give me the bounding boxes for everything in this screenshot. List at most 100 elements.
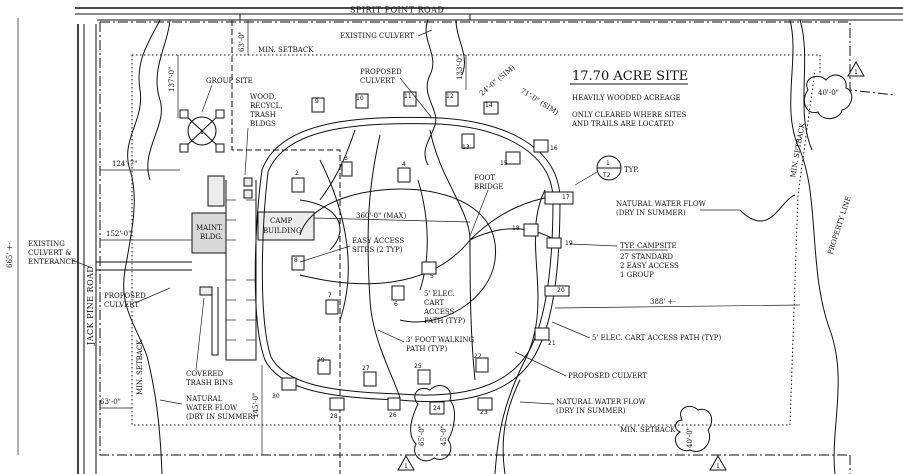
svg-text:3: 3 (344, 155, 348, 162)
foot-walk-1: 3' FOOT WALKING (406, 336, 475, 344)
site-5: 5 (421, 261, 437, 280)
wood-label-3: TRASH (250, 111, 276, 119)
site-21: 21 (534, 327, 556, 347)
maint-label-1: MAINT. (196, 224, 223, 232)
typ-callout: TYP. (624, 166, 639, 174)
nwf-left-2: WATER FLOW (186, 404, 238, 412)
svg-text:28: 28 (330, 413, 338, 420)
site-9: 9 (311, 97, 325, 113)
site-29: 29 (317, 357, 331, 375)
dim-152: 152'-0" (106, 230, 131, 238)
site-17: 17 (544, 191, 574, 205)
proposed-left-2: CULVERT (104, 301, 139, 309)
svg-text:8: 8 (294, 257, 298, 264)
dim-71: 71'-0" (SIM) (519, 87, 560, 117)
svg-text:27: 27 (362, 365, 370, 372)
site-18: 18 (512, 223, 539, 237)
property-line-label: PROPERTY LINE (826, 195, 852, 255)
camp-label-2: BUILDING (263, 227, 302, 235)
proposed-culvert-top-2: CULVERT (360, 77, 395, 85)
svg-text:5: 5 (430, 273, 434, 280)
dim-24: 24'-0" (SIM) (478, 63, 517, 97)
svg-text:9: 9 (315, 98, 319, 105)
covered-label-2: TRASH BINS (186, 379, 233, 387)
svg-text:1: 1 (404, 463, 408, 470)
site-1: 1 (200, 129, 204, 136)
svg-text:12: 12 (446, 93, 454, 100)
svg-text:23: 23 (480, 409, 488, 416)
buildings: MAINT. BLDG. CAMP BUILDING (191, 175, 315, 296)
site-12: 12 (445, 91, 459, 107)
svg-text:21: 21 (548, 340, 556, 347)
site-13: 13 (461, 133, 475, 151)
existing-left-3: ENTERANCE (28, 258, 76, 266)
site-title: 17.70 ACRE SITE (572, 69, 688, 84)
cleared-note-1: ONLY CLEARED WHERE SITES (572, 111, 687, 119)
site-23: 23 (477, 397, 493, 416)
svg-text:17: 17 (562, 194, 570, 201)
site-8: 8 (291, 255, 305, 271)
svg-text:25: 25 (414, 363, 422, 370)
site-10: 10 (355, 93, 369, 109)
elec-path-right: 5' ELEC. CART ACCESS PATH (TYP) (592, 334, 722, 342)
proposed-left-1: PROPOSED (104, 292, 146, 300)
dimensions: 665' +- 63'-0" 137'-0" 124'-7" 152'-0" 6… (6, 18, 839, 455)
site-27: 27 (362, 365, 377, 387)
maint-label-2: BLDG. (200, 233, 223, 241)
group-site: 1 GROUP SITE (179, 77, 253, 153)
svg-text:19: 19 (565, 240, 573, 247)
trails (254, 116, 561, 402)
min-setback-left: MIN. SETBACK (136, 339, 144, 395)
maint-building (191, 212, 227, 254)
easy-count: 2 EASY ACCESS (620, 262, 679, 270)
existing-left-1: EXISTING (28, 240, 65, 248)
site-22: 22 (474, 353, 489, 373)
site-14: 14 (483, 101, 499, 115)
cleared-note-2: AND TRAILS ARE LOCATED (571, 120, 674, 128)
site-6: 6 (391, 285, 405, 308)
elec-label-1: 5' ELEC. (424, 290, 455, 298)
elec-label-3: ACCESS (423, 308, 455, 316)
svg-text:18: 18 (512, 225, 520, 232)
site-7: 7 (325, 292, 339, 315)
site-26: 26 (387, 397, 401, 419)
proposed-culvert-top-1: PROPOSED (360, 68, 402, 76)
elec-label-4: PATH (TYP) (424, 317, 465, 325)
svg-text:2: 2 (295, 170, 299, 177)
covered-label-1: COVERED (186, 370, 224, 378)
min-setback-bottom: MIN. SETBACK (620, 426, 676, 434)
existing-culvert-top: EXISTING CULVERT (340, 32, 414, 40)
group-count: 1 GROUP (620, 271, 654, 279)
nwf-right-2: (DRY IN SUMMER) (616, 209, 686, 217)
site-30: 30 (272, 377, 297, 400)
svg-text:10: 10 (356, 95, 364, 102)
tree-clusters (410, 74, 853, 462)
nwf-left-1: NATURAL (186, 395, 223, 403)
jack-pine-road: JACK PINE ROAD (77, 24, 97, 474)
site-4: 4 (397, 161, 411, 183)
dim-388: 388' +- (650, 298, 676, 306)
site-3: 3 (341, 155, 353, 177)
site-25: 25 (414, 363, 431, 385)
site-11: 11 (403, 91, 417, 107)
campsites: 9 10 11 12 14 13 15 16 17 18 19 20 21 22… (272, 91, 574, 420)
dim-65: 65'-0" (418, 425, 426, 446)
nwf-bottom-2: (DRY IN SUMMER) (556, 407, 626, 415)
elec-label-2: CART (424, 299, 445, 307)
site-title-block: 17.70 ACRE SITE HEAVILY WOODED ACREAGE O… (570, 69, 688, 128)
wood-label-2: RECYCL, (250, 102, 282, 110)
easy-label-1: EASY ACCESS (352, 237, 404, 245)
access-drive (96, 180, 257, 361)
camp-building (257, 211, 315, 241)
min-setback-top: MIN. SETBACK (258, 46, 314, 54)
group-site-label: GROUP SITE (206, 77, 253, 85)
dim-63-bot: 63'-0" (100, 398, 121, 406)
site-24: 24 (429, 401, 445, 415)
site-20: 20 (544, 285, 570, 297)
site-16: 16 (533, 139, 558, 153)
dim-360: 360'-0" (MAX) (356, 212, 406, 220)
svg-text:26: 26 (389, 412, 397, 419)
proposed-culvert-bottom: PROPOSED CULVERT (568, 372, 647, 380)
svg-text:6: 6 (394, 301, 398, 308)
